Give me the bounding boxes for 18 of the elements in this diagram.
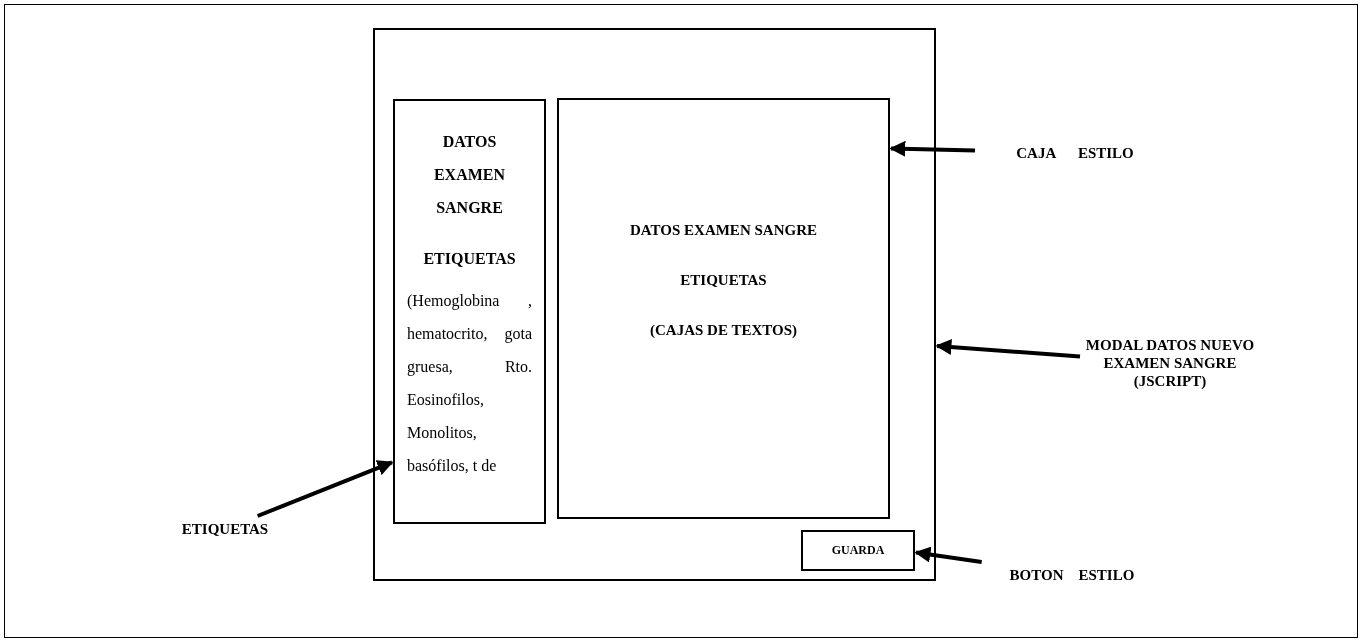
panel-heading: (CAJAS DE TEXTOS)	[649, 321, 798, 340]
save-button: GUARDA	[801, 530, 915, 571]
arrow	[889, 140, 976, 157]
annotation-label: ETIQUETAS	[150, 516, 300, 542]
label-list-text: (Hemoglobina , hematocrito, gota gruesa, Rto. Eosinofilos, Monolitos, basófilos, t de	[407, 291, 532, 476]
modal-window	[373, 28, 936, 581]
text-box-panel	[557, 98, 890, 519]
panel-heading: ETIQUETAS	[422, 249, 517, 269]
panel-heading: ETIQUETAS	[679, 271, 768, 290]
arrow	[914, 546, 982, 564]
label-panel	[393, 99, 546, 524]
annotation-label: BOTON ESTILO	[972, 562, 1172, 588]
panel-heading: DATOS EXAMEN SANGRE	[629, 221, 818, 240]
arrow	[935, 339, 1081, 359]
arrow	[256, 460, 394, 518]
panel-heading: DATOS EXAMEN SANGRE	[432, 132, 507, 218]
annotation-label: MODAL DATOS NUEVO EXAMEN SANGRE (JSCRIPT)	[1080, 318, 1260, 408]
annotation-label: CAJA ESTILO	[975, 140, 1175, 166]
